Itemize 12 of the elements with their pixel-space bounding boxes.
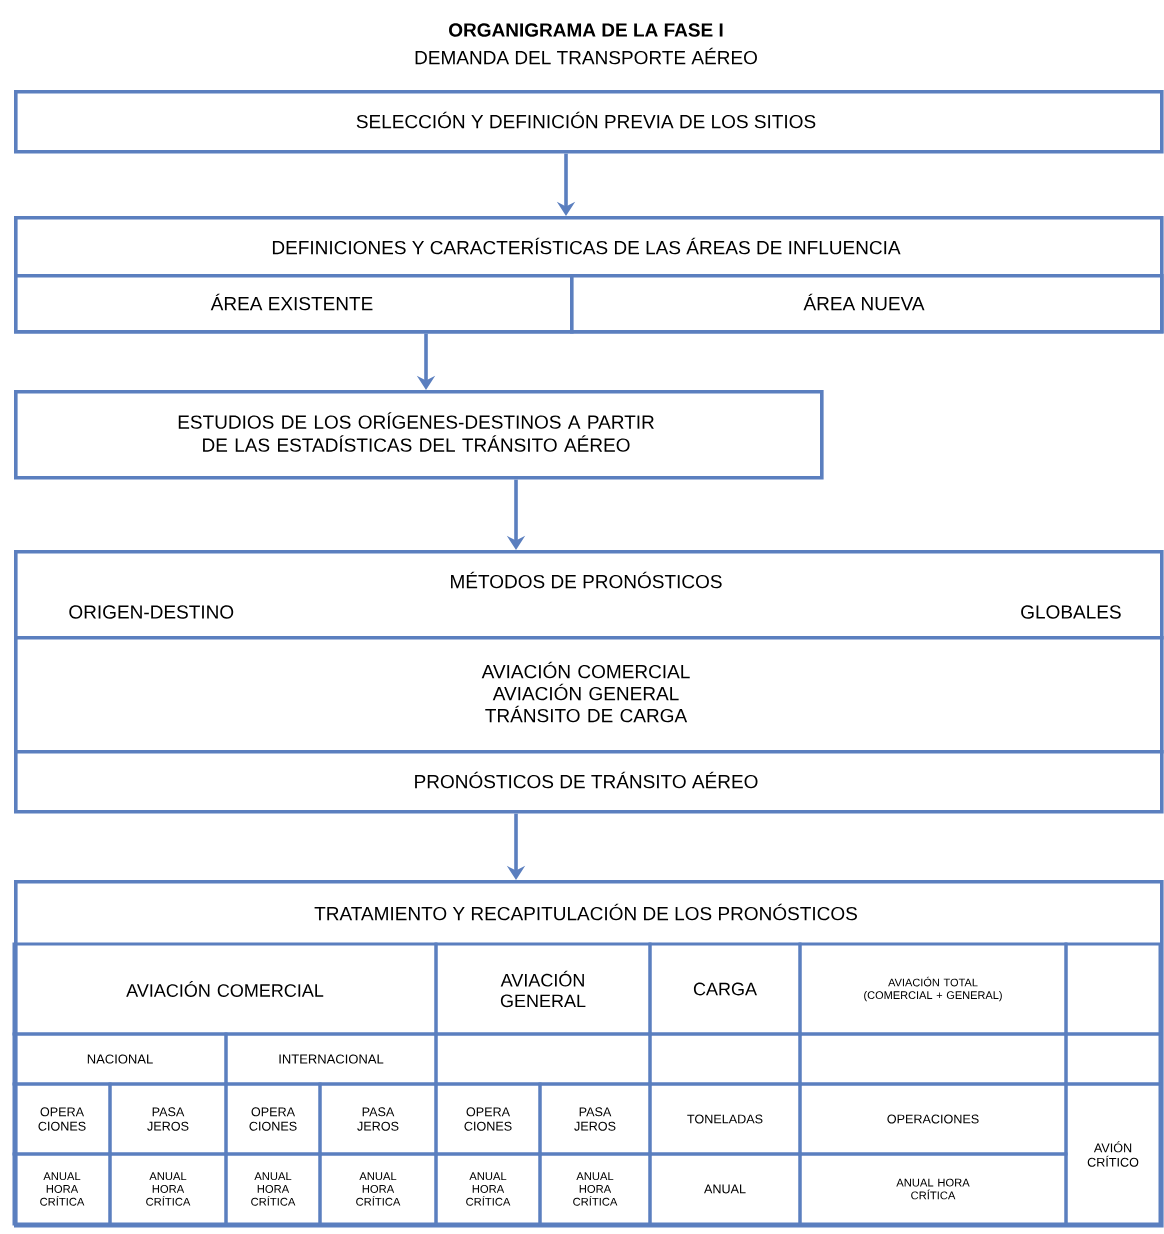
process-box: AVIACIÓN COMERCIAL AVIACIÓN GENERAL TRÁNSITO DE CARGA bbox=[14, 636, 1164, 754]
area-box: ÁREA EXISTENTE bbox=[14, 274, 574, 334]
table-cell: CARGA bbox=[648, 942, 802, 1036]
process-box: SELECCIÓN Y DEFINICIÓN PREVIA DE LOS SITIOS bbox=[14, 90, 1164, 154]
subtitle: DEMANDA DEL TRANSPORTE AÉREO bbox=[415, 47, 757, 65]
table-cell: AVIACIÓN GENERAL bbox=[434, 942, 652, 1036]
table-cell: AVIACIÓN COMERCIAL bbox=[12, 942, 438, 1036]
process-box: PRONÓSTICOS DE TRÁNSITO AÉREO bbox=[14, 750, 1164, 814]
title: ORGANIGRAMA DE LA FASE I bbox=[449, 23, 723, 37]
area-box: ÁREA NUEVA bbox=[570, 274, 1164, 334]
process-box: MÉTODOS DE PRONÓSTICOS ORIGEN-DESTINO GLOBALES bbox=[14, 550, 1164, 640]
process-box: ESTUDIOS DE LOS ORÍGENES-DESTINOS A PARTIR DE LAS ESTADÍSTICAS DEL TRÁNSITO AÉREO bbox=[14, 390, 824, 480]
